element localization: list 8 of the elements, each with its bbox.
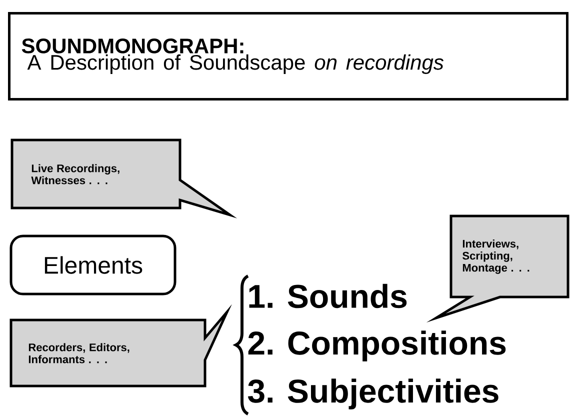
speech-bubble: Interviews, Scripting, Montage . . . (426, 214, 570, 322)
speech-bubble: Recorders, Editors, Informants . . . (10, 304, 232, 388)
list-item: 3. Subjectivities (248, 378, 498, 410)
title-box: SOUNDMONOGRAPH: A Description of Soundscape on recordings (8, 12, 568, 100)
speech-bubble: Live Recordings, Witnesses . . . (10, 138, 238, 218)
rounded-box: Elements (10, 234, 176, 296)
list-item: 1. Sounds (249, 284, 407, 308)
list-item: 2. Compositions (248, 330, 506, 362)
